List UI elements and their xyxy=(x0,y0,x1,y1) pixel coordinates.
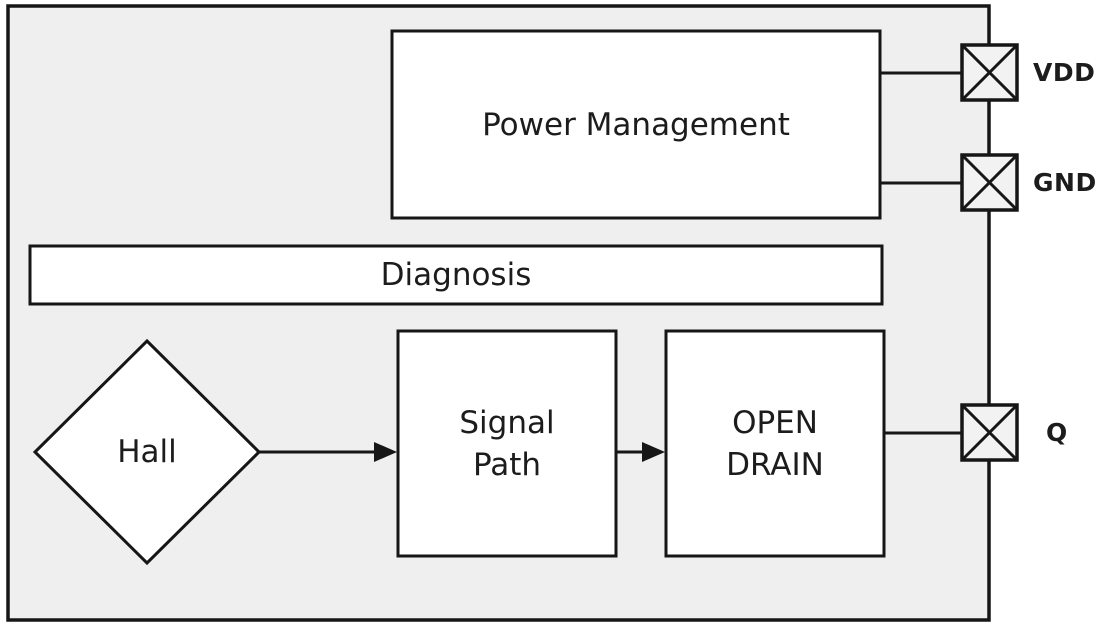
vdd-pin-icon xyxy=(960,43,1019,102)
q-pin-icon xyxy=(960,403,1019,462)
signal-path-block xyxy=(396,329,618,558)
arrow-signalpath-to-opendrain-head xyxy=(642,442,665,462)
hall-diamond xyxy=(32,338,262,566)
arrow-hall-to-signalpath-head xyxy=(374,442,397,462)
open-drain-block xyxy=(664,329,886,558)
gnd-pin-icon xyxy=(960,153,1019,212)
q-pin-label: Q xyxy=(1046,418,1068,447)
diagnosis-block xyxy=(28,244,884,306)
vdd-pin-label: VDD xyxy=(1033,58,1096,87)
power-management-block xyxy=(390,29,882,220)
gnd-pin-label: GND xyxy=(1033,168,1097,197)
